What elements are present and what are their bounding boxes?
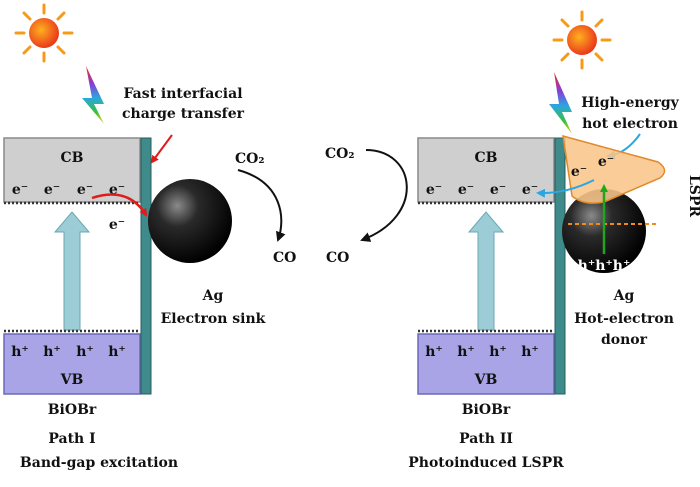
lspr-label: LSPR	[686, 175, 700, 217]
co-label: CO	[326, 250, 349, 266]
ag-nanoparticle	[148, 179, 232, 263]
co2-label: CO₂	[325, 146, 354, 162]
cb-electron: e⁻	[458, 182, 474, 198]
cb-electron: e⁻	[490, 182, 506, 198]
ag-label: Ag	[202, 288, 224, 304]
light-bolt-icon	[82, 66, 104, 124]
path-label: Path II	[459, 431, 513, 447]
conduction-band	[3, 137, 141, 203]
hot-electron-label-line1: High-energy	[581, 95, 679, 111]
material-label: BiOBr	[48, 402, 97, 418]
ag-hot-electron: e⁻	[598, 154, 614, 170]
path-label: Path I	[48, 431, 95, 447]
vb-hole: h⁺	[11, 344, 29, 360]
ag-role-label: Electron sink	[161, 311, 266, 327]
co2-reduction-arrow	[360, 149, 408, 242]
hot-electron-injection-arrow	[536, 179, 595, 198]
sun-icon	[552, 10, 612, 70]
interface-bar	[554, 137, 566, 395]
excitation-arrow	[53, 211, 91, 331]
vb-hole: h⁺	[489, 344, 507, 360]
mechanism-label: Band-gap excitation	[20, 455, 178, 471]
electron-transfer-arrow	[91, 193, 148, 217]
ag-label: Ag	[613, 288, 635, 304]
valence-band	[3, 333, 141, 395]
transferred-electron: e⁻	[109, 217, 125, 233]
path1-panel: Fast interfacial charge transfer CB e⁻ e…	[3, 3, 296, 471]
hot-electron-label-line2: hot electron	[582, 116, 678, 132]
transfer-label-line1: Fast interfacial	[123, 86, 242, 102]
transfer-label-line2: charge transfer	[122, 106, 245, 122]
cb-electron: e⁻	[12, 182, 28, 198]
co-label: CO	[273, 250, 296, 266]
conduction-band	[417, 137, 555, 203]
cb-label: CB	[61, 150, 84, 166]
material-label: BiOBr	[462, 402, 511, 418]
sun-icon	[14, 3, 74, 63]
cb-electron: e⁻	[77, 182, 93, 198]
cb-electron: e⁻	[44, 182, 60, 198]
light-bolt-icon	[549, 72, 572, 134]
cb-electron: e⁻	[426, 182, 442, 198]
lspr-cloud	[562, 134, 666, 204]
interface-bar	[140, 137, 152, 395]
excitation-arrow	[467, 211, 505, 331]
vb-hole: h⁺	[457, 344, 475, 360]
middle-panel: CO₂ CO	[325, 146, 408, 266]
cb-electron: e⁻	[522, 182, 538, 198]
path2-panel: High-energy hot electron CB e⁻ e⁻ e⁻ e⁻ …	[408, 10, 700, 471]
vb-hole: h⁺	[43, 344, 61, 360]
cb-label: CB	[475, 150, 498, 166]
vb-hole: h⁺	[76, 344, 94, 360]
transfer-arrow	[150, 134, 173, 164]
ag-holes: h⁺h⁺h⁺	[578, 258, 631, 274]
vb-label: VB	[474, 372, 498, 388]
valence-band	[417, 333, 555, 395]
ag-role-label-line2: donor	[601, 332, 648, 348]
vb-hole: h⁺	[425, 344, 443, 360]
mechanism-label: Photoinduced LSPR	[408, 455, 564, 471]
ag-role-label-line1: Hot-electron	[574, 311, 674, 327]
vb-hole: h⁺	[521, 344, 539, 360]
co2-label: CO₂	[235, 151, 264, 167]
vb-label: VB	[60, 372, 84, 388]
co2-reduction-arrow	[237, 169, 286, 242]
ag-hot-electron: e⁻	[571, 164, 587, 180]
vb-hole: h⁺	[108, 344, 126, 360]
